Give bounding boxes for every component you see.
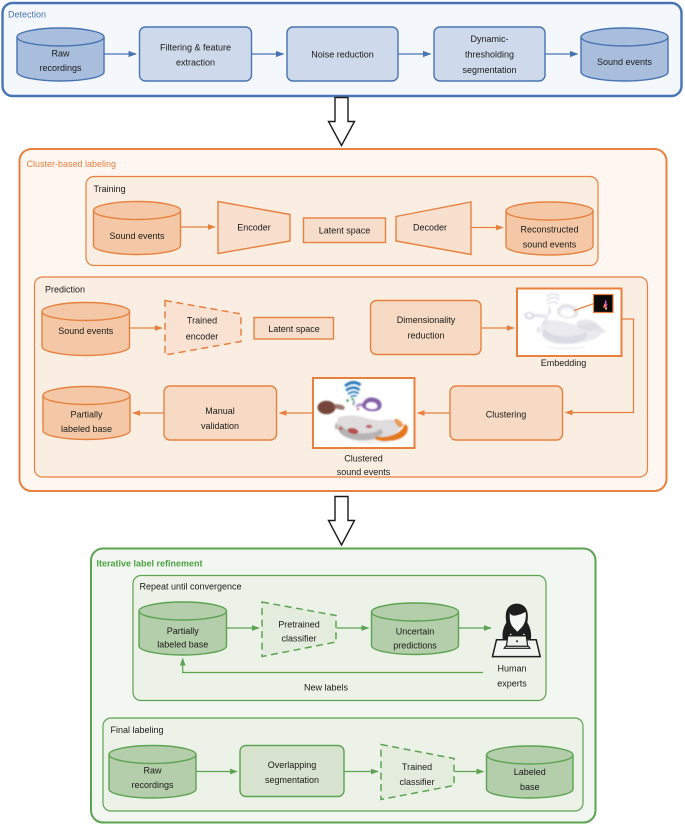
svg-text:segmentation: segmentation [462,65,516,75]
svg-text:labeled base: labeled base [157,640,208,650]
svg-text:classifier: classifier [399,777,434,787]
svg-text:sound events: sound events [523,240,577,250]
svg-text:Sound events: Sound events [597,57,653,67]
svg-text:Raw: Raw [51,49,70,59]
svg-text:Clustering: Clustering [486,410,527,420]
svg-text:Cluster-based labeling: Cluster-based labeling [27,159,117,169]
svg-text:Prediction: Prediction [45,285,85,295]
svg-text:experts: experts [497,679,527,689]
svg-text:Filtering & feature: Filtering & feature [160,43,231,53]
svg-text:segmentation: segmentation [265,775,319,785]
svg-text:recordings: recordings [131,780,174,790]
svg-text:Latent space: Latent space [319,226,371,236]
svg-text:reduction: reduction [407,331,444,341]
svg-text:encoder: encoder [186,332,219,342]
svg-text:sound events: sound events [337,467,391,477]
svg-text:Sound events: Sound events [109,231,165,241]
svg-text:Detection: Detection [8,10,46,20]
svg-text:Pretrained: Pretrained [278,620,320,630]
svg-text:thresholding: thresholding [465,50,514,60]
svg-text:Uncertain: Uncertain [396,627,435,637]
svg-text:Embedding: Embedding [541,358,587,368]
svg-text:classifier: classifier [281,634,316,644]
svg-text:Clustered: Clustered [344,454,383,464]
svg-text:recordings: recordings [39,63,82,73]
svg-text:Decoder: Decoder [413,223,447,233]
svg-text:Dimensionality: Dimensionality [397,315,456,325]
svg-text:extraction: extraction [176,58,215,68]
svg-text:Trained: Trained [402,762,432,772]
svg-text:Iterative label refinement: Iterative label refinement [97,559,203,569]
svg-text:Overlapping: Overlapping [268,760,317,770]
svg-text:Labeled: Labeled [514,767,546,777]
svg-text:Reconstructed: Reconstructed [520,225,578,235]
svg-text:base: base [520,782,540,792]
svg-text:Dynamic-: Dynamic- [470,34,508,44]
svg-text:Final labeling: Final labeling [111,725,164,735]
svg-text:Noise reduction: Noise reduction [311,50,374,60]
svg-text:labeled base: labeled base [61,424,112,434]
svg-text:predictions: predictions [393,641,437,651]
svg-text:Partially: Partially [167,626,200,636]
svg-text:Trained: Trained [187,316,217,326]
svg-text:Training: Training [94,184,126,194]
svg-text:New labels: New labels [304,683,349,693]
svg-text:Repeat until convergence: Repeat until convergence [140,582,242,592]
svg-text:validation: validation [201,421,239,431]
svg-text:Encoder: Encoder [237,223,271,233]
svg-text:Manual: Manual [205,406,235,416]
svg-text:Raw: Raw [143,766,162,776]
svg-text:Sound events: Sound events [58,326,114,336]
svg-text:Human: Human [497,664,526,674]
svg-text:Latent space: Latent space [268,324,320,334]
svg-text:Partially: Partially [70,410,103,420]
